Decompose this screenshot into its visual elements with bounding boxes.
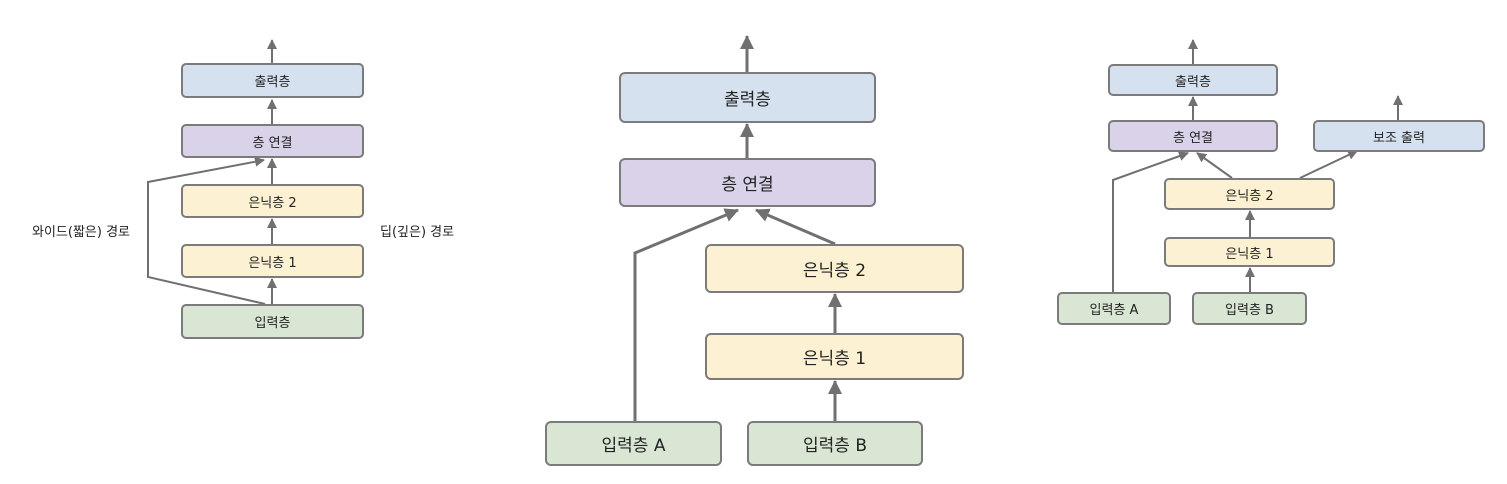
d3-hidden-layer-2: 은닉층 2 (1164, 178, 1335, 210)
d3-aux-output-layer: 보조 출력 (1313, 120, 1485, 152)
d1-wide-path-label: 와이드(짧은) 경로 (32, 225, 130, 240)
d1-output-layer: 출력층 (181, 63, 364, 98)
d3-concat-layer: 층 연결 (1108, 120, 1278, 152)
diagram3-arrows (1112, 39, 1403, 292)
d3-input-layer-a: 입력층 A (1057, 292, 1171, 325)
diagram2-arrows (633, 35, 842, 421)
d1-hidden-layer-2: 은닉층 2 (181, 184, 364, 218)
d2-hidden-layer-1: 은닉층 1 (705, 333, 964, 380)
d3-output-layer: 출력층 (1108, 64, 1278, 96)
d2-arrow-hidden2-concat (755, 208, 836, 246)
d2-input-layer-a: 입력층 A (545, 421, 722, 466)
d3-arrow-hidden2-concat (1196, 152, 1233, 179)
diagram1-arrows (147, 39, 277, 305)
d1-hidden-layer-1: 은닉층 1 (181, 244, 364, 278)
d1-arrow-wide-path (147, 156, 266, 305)
d3-arrow-hidden2-aux (1299, 150, 1358, 179)
d3-input-layer-b: 입력층 B (1192, 292, 1307, 325)
d3-hidden-layer-1: 은닉층 1 (1164, 237, 1335, 267)
d2-input-layer-b: 입력층 B (747, 421, 923, 466)
d1-concat-layer: 층 연결 (181, 124, 364, 158)
d1-deep-path-label: 딥(깊은) 경로 (380, 225, 455, 240)
d2-arrow-inputa-concat (633, 208, 739, 421)
d3-arrow-inputa-concat (1112, 151, 1189, 292)
d2-hidden-layer-2: 은닉층 2 (705, 244, 964, 293)
d2-concat-layer: 층 연결 (619, 158, 876, 207)
d1-input-layer: 입력층 (181, 304, 364, 339)
d2-output-layer: 출력층 (619, 72, 876, 123)
